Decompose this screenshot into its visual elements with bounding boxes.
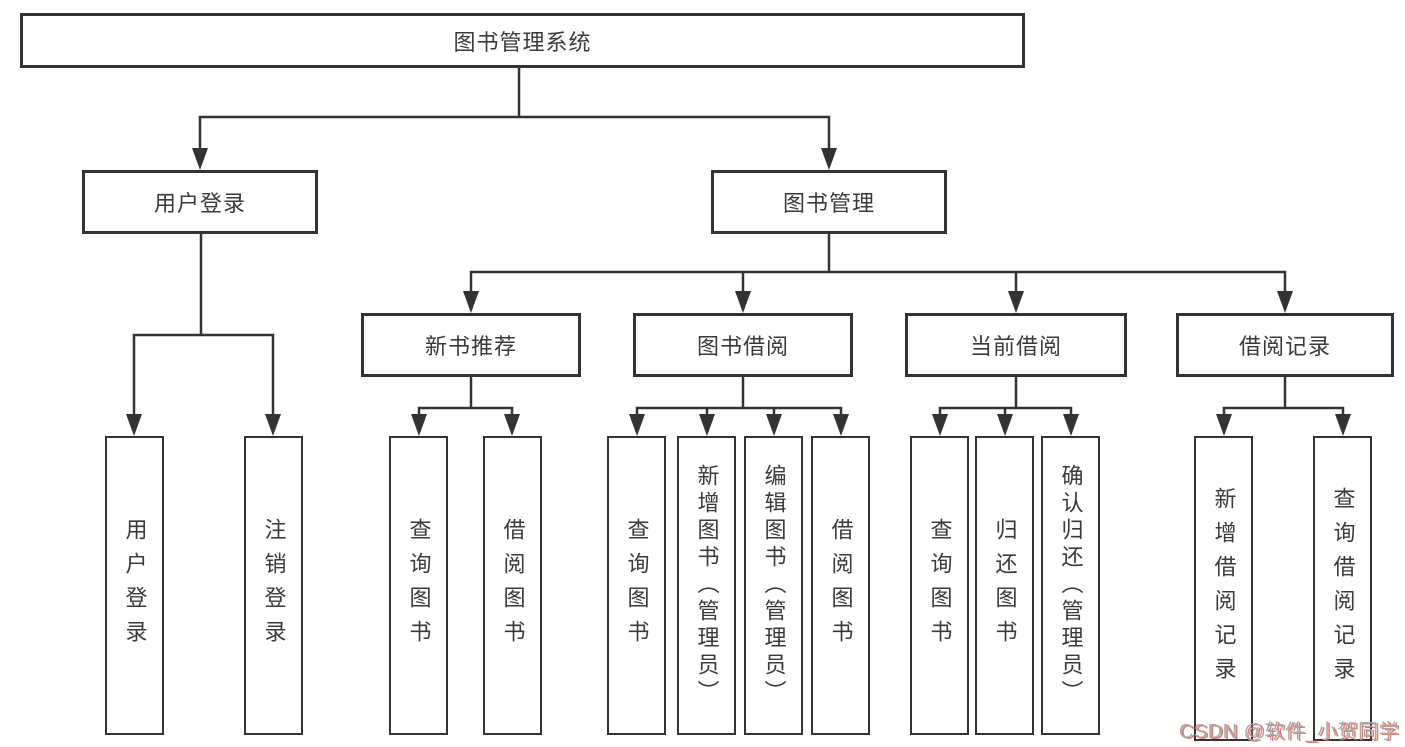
leaf-nb-query-books: 查询图书 — [389, 436, 448, 735]
leaf-cb-return-books-label: 归还图书 — [992, 517, 1018, 654]
connector-new-book — [417, 375, 514, 418]
node-library-system-label: 图书管理系统 — [453, 29, 592, 55]
leaf-br-add-borrow-record: 新增借阅记录 — [1194, 436, 1253, 741]
leaf-bb-borrow-books-label: 借阅图书 — [828, 517, 854, 654]
leaf-nb-query-books-label: 查询图书 — [406, 517, 432, 654]
connector-book-borrow — [635, 375, 843, 418]
leaf-bb-borrow-books: 借阅图书 — [811, 436, 870, 735]
leaf-nb-borrow-books: 借阅图书 — [483, 436, 542, 735]
node-book-borrow: 图书借阅 — [633, 313, 853, 377]
leaf-br-query-borrow-record-label: 查询借阅记录 — [1330, 486, 1356, 691]
connector-book-management — [469, 232, 1287, 295]
leaf-cb-query-books: 查询图书 — [910, 436, 969, 735]
node-borrow-record: 借阅记录 — [1176, 313, 1394, 377]
node-user-login: 用户登录 — [82, 170, 318, 234]
node-current-borrow-label: 当前借阅 — [969, 334, 1062, 359]
leaf-user-login: 用户登录 — [105, 436, 164, 735]
leaf-bb-query-books-label: 查询图书 — [624, 517, 650, 654]
leaf-logout: 注销登录 — [244, 436, 303, 735]
leaf-bb-query-books: 查询图书 — [607, 436, 666, 735]
node-new-book-recommend-label: 新书推荐 — [424, 334, 517, 359]
node-book-management-label: 图书管理 — [782, 191, 875, 216]
leaf-user-login-label: 用户登录 — [122, 517, 148, 654]
leaf-bb-edit-books-admin-label: 编辑图书（管理员） — [761, 464, 787, 707]
leaf-bb-add-books-admin-label: 新增图书（管理员） — [694, 464, 720, 707]
node-borrow-record-label: 借阅记录 — [1238, 334, 1331, 359]
connector-user-login — [132, 232, 275, 417]
node-current-borrow: 当前借阅 — [905, 313, 1127, 377]
connector-root — [198, 66, 831, 152]
leaf-cb-confirm-return-admin-label: 确认归还（管理员） — [1058, 464, 1084, 707]
node-book-borrow-label: 图书借阅 — [696, 334, 789, 359]
arrowheads — [126, 148, 1351, 436]
node-library-system: 图书管理系统 — [20, 13, 1025, 68]
node-user-login-label: 用户登录 — [153, 191, 246, 216]
leaf-bb-add-books-admin: 新增图书（管理员） — [677, 436, 736, 735]
leaf-cb-return-books: 归还图书 — [975, 436, 1034, 735]
node-new-book-recommend: 新书推荐 — [361, 313, 581, 377]
leaf-bb-edit-books-admin: 编辑图书（管理员） — [744, 436, 803, 735]
node-book-management: 图书管理 — [711, 170, 947, 234]
watermark: CSDN @软件_小贺同学 — [1178, 721, 1399, 743]
leaf-nb-borrow-books-label: 借阅图书 — [500, 517, 526, 654]
leaf-br-add-borrow-record-label: 新增借阅记录 — [1211, 486, 1237, 691]
leaf-logout-label: 注销登录 — [261, 517, 287, 654]
leaf-cb-confirm-return-admin: 确认归还（管理员） — [1041, 436, 1100, 735]
leaf-br-query-borrow-record: 查询借阅记录 — [1313, 436, 1372, 741]
leaf-cb-query-books-label: 查询图书 — [927, 517, 953, 654]
connector-borrow-record — [1222, 375, 1345, 418]
connector-current-borrow — [938, 375, 1073, 418]
